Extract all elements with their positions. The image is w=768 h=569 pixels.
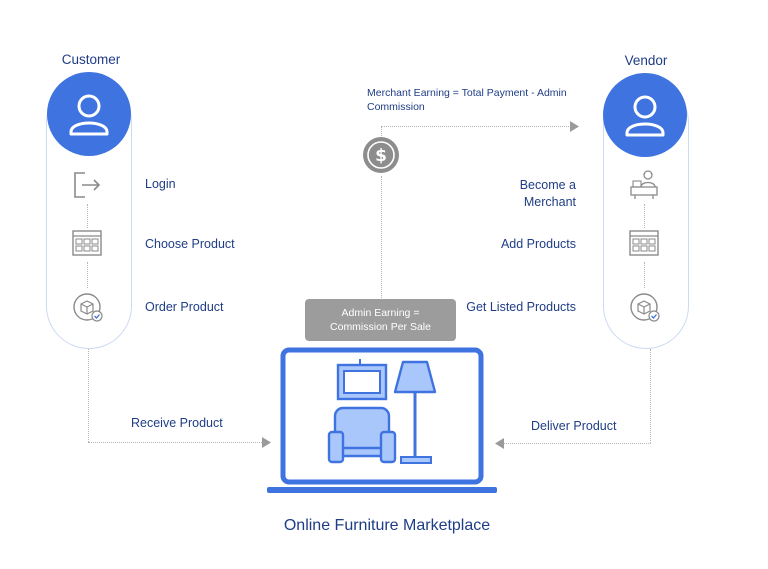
receive-connector-horizontal [88, 442, 264, 443]
vendor-step-become-merchant-line2: Merchant [523, 195, 576, 209]
product-grid-icon [72, 230, 102, 256]
product-grid-icon [629, 230, 659, 256]
receive-product-label: Receive Product [131, 416, 223, 430]
dollar-connector-top [381, 126, 382, 138]
admin-earning-line2: Commission Per Sale [330, 321, 431, 333]
user-icon [69, 94, 109, 136]
merchant-earning-line1: Merchant Earning = Total Payment - Admin [367, 87, 567, 99]
vendor-title: Vendor [624, 53, 668, 68]
vendor-step-become-merchant-line1: Become a [519, 178, 576, 192]
login-icon [74, 172, 101, 198]
vendor-step-get-listed-products: Get Listed Products [466, 300, 576, 314]
deliver-connector-vertical [650, 349, 651, 443]
merchant-earning-connector-horizontal [381, 126, 571, 127]
customer-step-order-product: Order Product [145, 300, 224, 314]
vendor-avatar [603, 73, 687, 157]
vendor-step-add-products: Add Products [500, 237, 576, 251]
merchant-earning-line2: Commission [367, 101, 425, 113]
merchant-earning-text: Merchant Earning = Total Payment - Admin… [367, 86, 597, 114]
receive-connector-vertical [88, 349, 89, 442]
order-box-icon [73, 293, 103, 322]
user-icon [625, 95, 665, 137]
vendor-step-become-merchant: Become a Merchant [470, 177, 576, 211]
receive-arrow-icon [262, 437, 271, 448]
dollar-connector-bottom [381, 176, 382, 298]
dollar-coin-icon: $ [363, 137, 399, 173]
admin-earning-box: Admin Earning = Commission Per Sale [305, 299, 456, 341]
laptop-furniture-icon [267, 347, 497, 493]
deliver-connector-horizontal [503, 443, 651, 444]
main-title: Online Furniture Marketplace [283, 517, 491, 534]
deliver-product-label: Deliver Product [531, 419, 617, 433]
customer-title: Customer [61, 52, 121, 67]
customer-avatar [47, 72, 131, 156]
deliver-arrow-icon [495, 438, 504, 449]
admin-earning-line1: Admin Earning = [341, 307, 420, 319]
customer-step-choose-product: Choose Product [145, 237, 235, 251]
merchant-icon [630, 170, 658, 199]
customer-step-login: Login [145, 177, 176, 191]
svg-text:$: $ [375, 146, 387, 166]
merchant-earning-arrow-icon [570, 121, 579, 132]
order-box-icon [630, 293, 660, 322]
